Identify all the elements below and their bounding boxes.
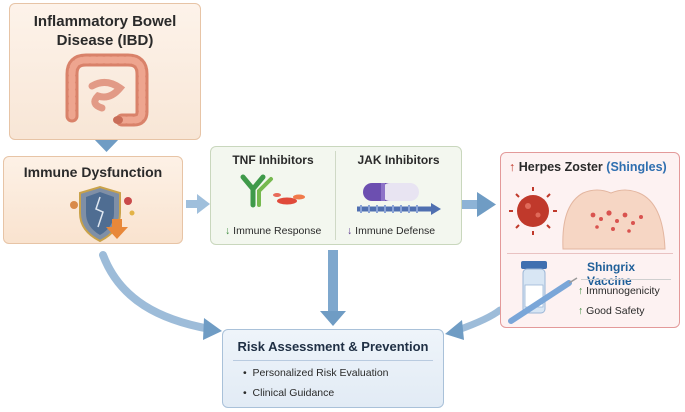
- arrow-dysfunction-to-risk: [99, 251, 222, 340]
- syringe-icon: [508, 277, 578, 324]
- risk-item: • Personalized Risk Evaluation: [243, 367, 389, 379]
- risk-assessment-title: Risk Assessment & Prevention: [237, 339, 429, 354]
- shingrix-vaccine-title: Shingrix Vaccine: [587, 260, 636, 288]
- tnf-inhibitors-header: TNF Inhibitors: [232, 153, 314, 167]
- jak-inhibitors-header: JAK Inhibitors: [357, 153, 440, 167]
- immune-dysfunction-box: Immune Dysfunction: [3, 156, 183, 244]
- down-arrow-icon: ↓: [225, 225, 231, 237]
- arrow-herpes-to-risk: [445, 306, 504, 340]
- colon-icon: [65, 53, 149, 127]
- vaccine-underline: [581, 279, 671, 280]
- shield-icon: [70, 185, 135, 243]
- risk-item: • Clinical Guidance: [243, 387, 335, 399]
- immune-dysfunction-title: Immune Dysfunction: [23, 164, 163, 180]
- herpes-zoster-title: ↑ Herpes Zoster (Shingles): [509, 160, 667, 174]
- inhibitors-divider: [335, 151, 336, 240]
- down-arrow-icon: ↓: [347, 225, 353, 237]
- herpes-separator: [507, 253, 673, 254]
- ibd-title: Inflammatory Bowel Disease (IBD): [33, 13, 177, 49]
- rash-torso-icon: [562, 189, 666, 250]
- inhibitor-icons: [240, 174, 441, 215]
- herpes-zoster-box: ↑ Herpes Zoster (Shingles): [500, 152, 680, 328]
- up-arrow-icon: ↑: [578, 285, 584, 297]
- arrow-drugs-to-herpes: [451, 192, 496, 217]
- vaccine-benefit-item: ↑ Good Safety: [578, 305, 645, 317]
- virus-icon: [509, 187, 557, 235]
- capsule-icon: [357, 183, 441, 215]
- arrow-dysfunction-to-drugs: [186, 194, 210, 214]
- ibd-box: Inflammatory Bowel Disease (IBD): [9, 3, 201, 140]
- arrow-drugs-to-risk: [320, 250, 346, 326]
- bullet-icon: •: [243, 387, 247, 399]
- bullet-icon: •: [243, 367, 247, 379]
- vaccine-benefit-item: ↑ Immunogenicity: [578, 285, 660, 297]
- tnf-effect: ↓ Immune Response: [225, 225, 322, 237]
- inhibitors-box: TNF Inhibitors JAK Inhibitors ↓ Immune R…: [210, 146, 462, 245]
- risk-assessment-box: Risk Assessment & Prevention • Personali…: [222, 329, 444, 408]
- antibody-icon: [240, 174, 305, 208]
- herpes-illustrations: [508, 187, 666, 324]
- up-arrow-icon: ↑: [578, 305, 584, 317]
- up-arrow-icon: ↑: [509, 160, 516, 174]
- risk-separator: [233, 360, 433, 361]
- jak-effect: ↓ Immune Defense: [347, 225, 436, 237]
